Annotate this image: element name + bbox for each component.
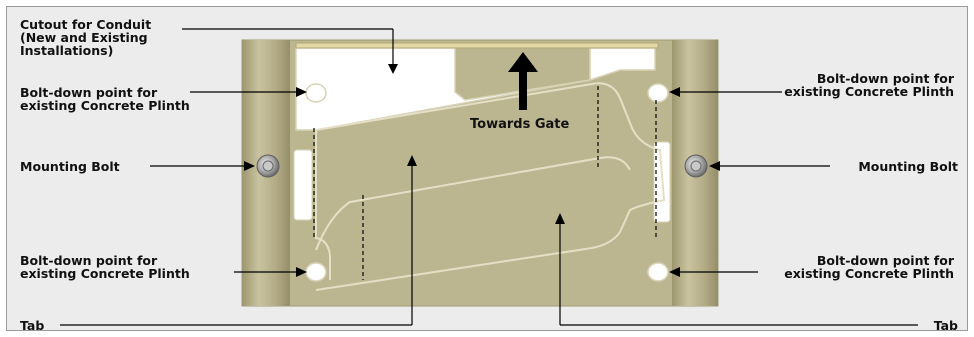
label-cutout-line1: Cutout for Conduit bbox=[20, 17, 152, 32]
label-tab-right-text: Tab bbox=[933, 318, 958, 333]
gate-arrow-head-icon bbox=[508, 52, 538, 72]
label-bolt-bottom-left-line1: Bolt-down point for bbox=[20, 253, 158, 268]
mounting-bolt-right-center bbox=[690, 160, 702, 172]
label-bolt-bottom-left: Bolt-down point for existing Concrete Pl… bbox=[20, 254, 190, 280]
label-mount-left-text: Mounting Bolt bbox=[20, 159, 120, 174]
label-tab-right: Tab bbox=[934, 319, 958, 332]
label-cutout: Cutout for Conduit (New and Existing Ins… bbox=[20, 18, 151, 57]
label-bolt-top-left-line1: Bolt-down point for bbox=[20, 85, 158, 100]
tab-lower-outline bbox=[315, 156, 631, 251]
label-tab-left-text: Tab bbox=[20, 318, 45, 333]
label-mount-right-text: Mounting Bolt bbox=[858, 159, 958, 174]
label-bolt-top-right-line2: existing Concrete Plinth bbox=[784, 84, 954, 99]
label-bolt-top-left-line2: existing Concrete Plinth bbox=[20, 98, 190, 113]
tab-upper-outline bbox=[315, 82, 666, 291]
bolt-hole-top-left bbox=[305, 83, 327, 103]
tab-left-notch bbox=[315, 130, 331, 280]
label-towards-gate-text: Towards Gate bbox=[470, 117, 570, 132]
label-bolt-bottom-right-line2: existing Concrete Plinth bbox=[784, 266, 954, 281]
leader-lines bbox=[60, 28, 918, 326]
slot-left bbox=[293, 149, 313, 221]
label-bolt-top-right-line1: Bolt-down point for bbox=[816, 71, 954, 86]
top-bar bbox=[295, 42, 659, 49]
label-mount-left: Mounting Bolt bbox=[20, 160, 120, 173]
label-tab-left: Tab bbox=[20, 319, 44, 332]
bolt-hole-bottom-right bbox=[647, 262, 669, 282]
label-bolt-bottom-right-line1: Bolt-down point for bbox=[816, 253, 954, 268]
label-towards-gate: Towards Gate bbox=[470, 118, 569, 131]
gate-arrow-shaft bbox=[519, 70, 527, 110]
label-bolt-top-left: Bolt-down point for existing Concrete Pl… bbox=[20, 86, 190, 112]
label-mount-right: Mounting Bolt bbox=[858, 160, 958, 173]
label-cutout-line2: (New and Existing bbox=[20, 30, 148, 45]
bolt-hole-bottom-left bbox=[305, 262, 327, 282]
label-bolt-bottom-left-line2: existing Concrete Plinth bbox=[20, 266, 190, 281]
mounting-bolt-left-center bbox=[262, 160, 274, 172]
bolt-hole-top-right bbox=[647, 83, 669, 103]
label-bolt-bottom-right: Bolt-down point for existing Concrete Pl… bbox=[784, 254, 954, 280]
label-bolt-top-right: Bolt-down point for existing Concrete Pl… bbox=[784, 72, 954, 98]
label-cutout-line3: Installations) bbox=[20, 43, 114, 58]
